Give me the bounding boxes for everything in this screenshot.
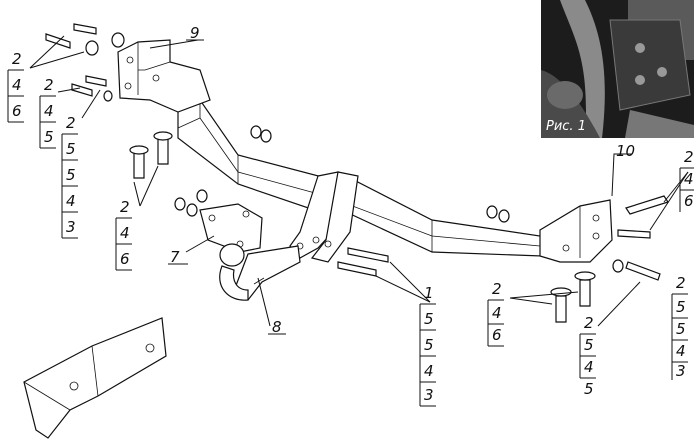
- callout-label: 5: [424, 336, 434, 354]
- fasteners: [45, 23, 669, 323]
- left-bracket: [117, 39, 211, 113]
- callout-label: 5: [584, 380, 594, 398]
- leader-lines: [29, 35, 689, 327]
- towball-mount: [199, 203, 301, 301]
- callout-right-edge: 2 5 5 4 3: [671, 274, 688, 380]
- callout-label: 4: [684, 170, 694, 188]
- part-label-8: 8: [272, 318, 282, 336]
- callout-label: 3: [424, 386, 434, 404]
- callout-label: 3: [676, 362, 686, 380]
- right-bracket: [539, 199, 613, 263]
- callout-right-bottom-a: 2 4 6: [487, 280, 504, 347]
- callout-label: 2: [12, 50, 22, 68]
- callout-mid-left: 2 4 6: [115, 198, 132, 271]
- callout-label: 2: [120, 198, 130, 216]
- callout-label: 4: [492, 304, 502, 322]
- part-label-10: 10: [616, 142, 635, 160]
- callout-right-bottom-b: 2 5 4 5: [579, 314, 596, 398]
- callout-label: 4: [584, 358, 594, 376]
- callout-label: 6: [684, 192, 694, 210]
- photo-inset: Рис. 1: [541, 0, 694, 138]
- callout-label: 4: [120, 224, 130, 242]
- callout-label: 4: [424, 362, 434, 380]
- callout-center: 1 5 5 4 3: [419, 284, 436, 407]
- callout-label: 2: [684, 148, 694, 166]
- photo-caption: Рис. 1: [546, 119, 586, 134]
- callout-label: 5: [66, 140, 76, 158]
- callout-label: 5: [424, 310, 434, 328]
- callout-label: 6: [120, 250, 130, 268]
- center-plates: [289, 171, 359, 263]
- callout-label: 6: [492, 326, 502, 344]
- callout-label: 2: [44, 76, 54, 94]
- callout-label: 4: [12, 76, 22, 94]
- callout-label: 5: [584, 336, 594, 354]
- callout-label: 5: [44, 128, 54, 146]
- callout-label: 6: [12, 102, 22, 120]
- callout-label: 2: [584, 314, 594, 332]
- callout-label: 4: [676, 342, 686, 360]
- callout-label: 4: [44, 102, 54, 120]
- callout-label: 2: [66, 114, 76, 132]
- part-label-7: 7: [170, 248, 180, 266]
- callout-top-left-a: 2 4 6: [7, 50, 24, 123]
- callout-label: 5: [676, 320, 686, 338]
- callout-label: 4: [66, 192, 76, 210]
- callout-label: 3: [66, 218, 76, 236]
- callout-right-top: 2 4 6: [679, 148, 694, 212]
- callout-label: 5: [676, 298, 686, 316]
- callout-label: 5: [66, 166, 76, 184]
- part-label-9: 9: [190, 24, 200, 42]
- callout-label: 1: [424, 284, 434, 302]
- callout-top-left-b: 2 4 5: [39, 76, 56, 149]
- callout-label: 2: [676, 274, 686, 292]
- detail-bracket-sketch: [23, 317, 167, 439]
- callout-top-left-c: 2 5 5 4 3: [61, 114, 78, 239]
- callout-label: 2: [492, 280, 502, 298]
